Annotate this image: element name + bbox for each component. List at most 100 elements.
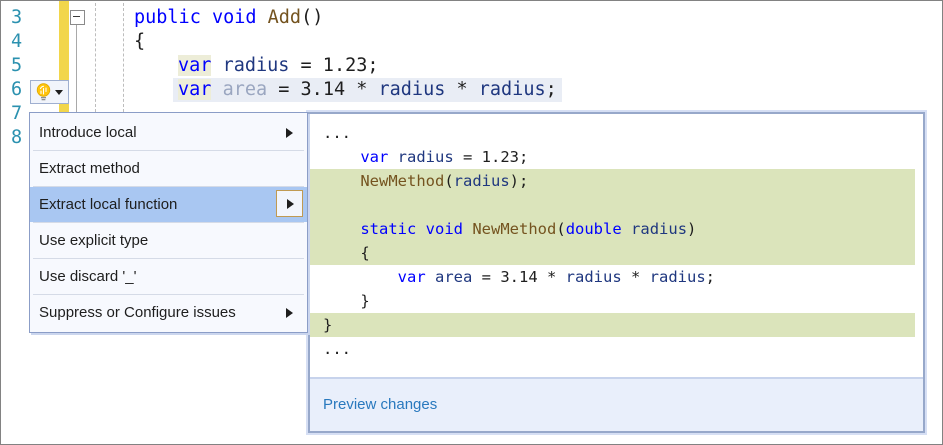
menu-item-use-discard[interactable]: Use discard '_' (30, 259, 307, 294)
track-changes-bar (59, 1, 69, 112)
code-token: ) (687, 220, 697, 238)
code-token: radius (565, 268, 622, 286)
code-token: var (178, 79, 212, 100)
submenu-arrow-icon (286, 128, 293, 138)
code-token (416, 220, 425, 238)
preview-code-line: var area = 3.14 * radius * radius; (310, 265, 923, 289)
preview-footer: Preview changes (310, 377, 923, 431)
code-token: radius (453, 172, 510, 190)
menu-item-introduce-local[interactable]: Introduce local (30, 115, 307, 150)
preview-added-line: static void NewMethod(double radius) (310, 217, 915, 241)
menu-item-extract-method[interactable]: Extract method (30, 151, 307, 186)
quick-actions-lightbulb-button[interactable] (30, 80, 69, 104)
menu-separator (33, 294, 304, 295)
code-token: public void (134, 7, 268, 28)
code-token (463, 220, 472, 238)
code-token: ... (323, 124, 351, 142)
chevron-down-icon (55, 89, 63, 95)
lightbulb-icon (36, 82, 51, 102)
line-number: 6 (11, 79, 23, 100)
preview-added-line: { (310, 241, 915, 265)
line-number: 5 (11, 55, 23, 76)
code-token: radius (649, 268, 706, 286)
collapse-region-toggle[interactable] (70, 10, 85, 25)
menu-item-use-explicit-type[interactable]: Use explicit type (30, 223, 307, 258)
code-token: var (178, 55, 212, 76)
code-token: Add (267, 7, 302, 28)
line-number: 4 (11, 31, 23, 52)
code-line[interactable]: var area = 3.14 * radius * radius; (173, 78, 562, 102)
code-token (323, 268, 398, 286)
code-line[interactable]: public void Add() (134, 6, 323, 30)
code-token: double (565, 220, 622, 238)
line-number: 7 (11, 103, 23, 124)
code-token: () (301, 7, 324, 28)
menu-separator (33, 150, 304, 151)
preview-code-line: ... (310, 121, 923, 145)
menu-separator (33, 258, 304, 259)
code-token: * (621, 268, 650, 286)
preview-changes-link[interactable]: Preview changes (323, 396, 438, 413)
menu-item-suppress-or-configure-issues[interactable]: Suppress or Configure issues (30, 295, 307, 330)
code-token: } (323, 292, 370, 310)
preview-added-line: } (310, 313, 915, 337)
code-token (211, 79, 222, 100)
code-token: ; (545, 79, 557, 100)
code-token: radius (478, 79, 546, 100)
code-token (211, 55, 222, 76)
code-token: NewMethod (472, 220, 557, 238)
code-token: ); (509, 172, 529, 190)
code-token: { (134, 31, 146, 52)
menu-item-extract-local-function[interactable]: Extract local function (30, 187, 307, 222)
menu-item-label: Use explicit type (39, 232, 149, 249)
code-token: NewMethod (360, 172, 445, 190)
code-token (388, 148, 397, 166)
menu-item-label: Extract method (39, 160, 140, 177)
menu-item-label: Suppress or Configure issues (39, 304, 236, 321)
submenu-arrow-icon (286, 308, 293, 318)
code-token: static (360, 220, 417, 238)
preview-code-line: } (310, 289, 923, 313)
code-token: ( (444, 172, 454, 190)
submenu-expander-button[interactable] (276, 190, 303, 217)
preview-added-line (310, 193, 915, 217)
code-token: area (435, 268, 473, 286)
menu-separator (33, 186, 304, 187)
submenu-arrow-icon (287, 199, 294, 209)
code-token: radius (378, 79, 446, 100)
menu-item-label: Introduce local (39, 124, 137, 141)
preview-code-line: ... (310, 337, 923, 361)
preview-code: ... var radius = 1.23; NewMethod(radius)… (310, 114, 923, 377)
minus-icon (73, 16, 80, 17)
code-token: ; (705, 268, 715, 286)
code-token: } (323, 316, 333, 334)
code-token: area (222, 79, 268, 100)
code-token: = 3.14 * (267, 79, 379, 100)
code-token: ( (556, 220, 566, 238)
menu-item-label: Extract local function (39, 196, 178, 213)
code-token (426, 268, 435, 286)
code-token: radius (631, 220, 688, 238)
preview-added-line: NewMethod(radius); (310, 169, 915, 193)
code-token: radius (222, 55, 290, 76)
indent-guide (123, 3, 124, 112)
code-token: var (397, 268, 426, 286)
menu-separator (33, 222, 304, 223)
code-token: * (445, 79, 479, 100)
code-token: var (360, 148, 389, 166)
refactor-preview-popup: ... var radius = 1.23; NewMethod(radius)… (308, 112, 925, 433)
menu-item-label: Use discard '_' (39, 268, 137, 285)
outline-guide-line (76, 23, 77, 112)
code-token: void (425, 220, 463, 238)
line-number: 3 (11, 7, 23, 28)
code-token: = 1.23; (289, 55, 379, 76)
code-token (622, 220, 631, 238)
code-line[interactable]: { (134, 30, 145, 54)
indent-guide (95, 3, 96, 112)
code-token (323, 220, 360, 238)
code-token: { (323, 244, 370, 262)
code-line[interactable]: var radius = 1.23; (178, 54, 379, 78)
code-token (323, 148, 360, 166)
